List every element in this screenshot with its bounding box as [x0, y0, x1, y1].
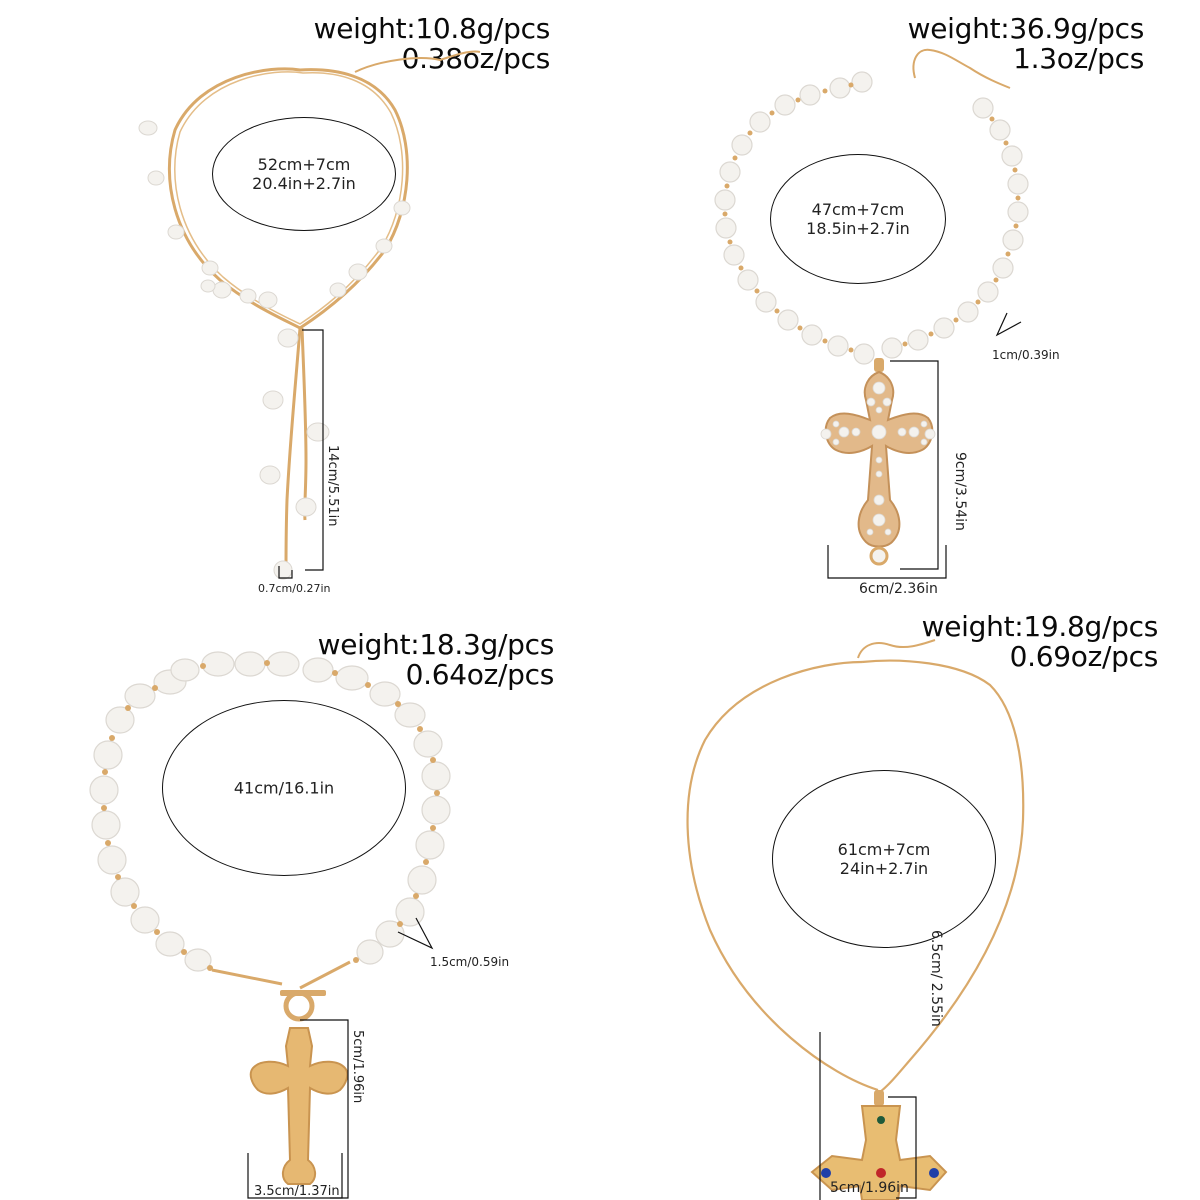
length-text: 47cm+7cm 18.5in+2.7in [771, 200, 945, 238]
weight-grams: weight:10.8g/pcs [313, 12, 551, 45]
length-cm: 52cm+7cm [257, 155, 351, 174]
length-text: 52cm+7cm 20.4in+2.7in [213, 155, 395, 193]
pendant-width-label: 3.5cm/1.37in [254, 1184, 340, 1199]
pendant-width-label: 5cm/1.96in [830, 1180, 909, 1196]
dimension-lines-lower [819, 1032, 821, 1200]
length-oval: 61cm+7cm 24in+2.7in [772, 770, 996, 948]
length-in: 18.5in+2.7in [806, 219, 910, 238]
weight-grams: weight:18.3g/pcs [317, 628, 555, 661]
pendant-height-label: 9cm/3.54in [952, 452, 968, 531]
length-cm: 61cm+7cm [837, 840, 931, 859]
bead-size-label: 1.5cm/0.59in [430, 955, 510, 969]
weight-label: weight:10.8g/pcs 0.38oz/pcs [313, 12, 551, 74]
weight-grams: weight:36.9g/pcs [907, 12, 1145, 45]
length-oval: 52cm+7cm 20.4in+2.7in [212, 117, 396, 231]
pendant-width-label: 6cm/2.36in [859, 581, 938, 597]
product-panel-lariat: weight:10.8g/pcs 0.38oz/pcs [0, 0, 600, 600]
charm-width-label: 0.7cm/0.27in [258, 582, 331, 595]
baroque-pearl-necklace-illustration [89, 651, 451, 1199]
weight-label: weight:18.3g/pcs 0.64oz/pcs [317, 628, 555, 691]
drop-length-label: 14cm/5.51in [325, 445, 340, 527]
length-value: 41cm/16.1in [233, 778, 335, 798]
gold-chain-cross-illustration [686, 639, 1025, 1200]
weight-ounces: 0.69oz/pcs [1009, 640, 1159, 673]
jeweled-cross-pendant [810, 1105, 948, 1200]
length-text: 41cm/16.1in [163, 779, 405, 798]
pearl-cross-pendant [824, 370, 934, 566]
pendant-height-label: 6.5cm/ 2.55in [928, 930, 944, 1027]
weight-ounces: 0.64oz/pcs [405, 658, 555, 691]
pearl-necklace-illustration [714, 48, 1029, 579]
length-text: 61cm+7cm 24in+2.7in [773, 840, 995, 878]
length-oval: 41cm/16.1in [162, 700, 406, 876]
pendant-height-label: 5cm/1.96in [350, 1030, 365, 1104]
length-in: 20.4in+2.7in [252, 174, 356, 193]
product-panel-pearl-cross: weight:36.9g/pcs 1.3oz/pcs [600, 0, 1200, 600]
length-in: 24in+2.7in [839, 859, 929, 878]
length-oval: 47cm+7cm 18.5in+2.7in [770, 154, 946, 284]
product-panel-baroque-cross: weight:18.3g/pcs 0.64oz/pcs [0, 600, 600, 1200]
length-cm: 47cm+7cm [811, 200, 905, 219]
lariat-necklace-illustration [138, 50, 481, 580]
bead-size-label: 1cm/0.39in [992, 348, 1060, 362]
weight-grams: weight:19.8g/pcs [921, 610, 1159, 643]
weight-ounces: 1.3oz/pcs [1013, 42, 1144, 75]
weight-label: weight:36.9g/pcs 1.3oz/pcs [907, 12, 1145, 75]
weight-label: weight:19.8g/pcs 0.69oz/pcs [921, 610, 1159, 673]
product-panel-jeweled-cross: weight:19.8g/pcs 0.69oz/pcs 61cm+7cm 24i… [600, 600, 1200, 1200]
